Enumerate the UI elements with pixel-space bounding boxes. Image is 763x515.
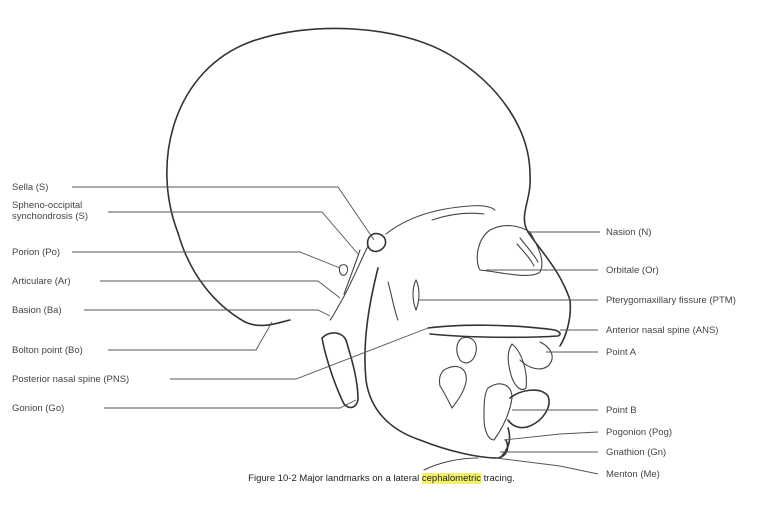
leader-pns <box>170 328 428 379</box>
label-posterior-nasal-spine: Posterior nasal spine (PNS) <box>12 374 129 385</box>
leader-pogonion <box>504 432 598 440</box>
label-point-b: Point B <box>606 405 637 416</box>
label-sella: Sella (S) <box>12 182 48 193</box>
label-bolton-point: Bolton point (Bo) <box>12 345 83 356</box>
mandible-body <box>365 268 508 458</box>
caption-prefix: Figure 10-2 Major landmarks on a lateral <box>248 473 422 484</box>
clivus <box>330 246 368 320</box>
lower-molar <box>439 367 466 408</box>
figure-caption: Figure 10-2 Major landmarks on a lateral… <box>0 473 763 484</box>
caption-suffix: tracing. <box>481 473 515 484</box>
label-gnathion: Gnathion (Gn) <box>606 447 666 458</box>
ptm-fissure <box>413 280 419 310</box>
occipital-curve <box>178 233 290 325</box>
label-pogonion: Pogonion (Pog) <box>606 427 672 438</box>
label-basion: Basion (Ba) <box>12 305 62 316</box>
label-point-a: Point A <box>606 347 637 358</box>
lower-incisor <box>484 384 512 440</box>
label-pterygomaxillary-fissure: Pterygomaxillary fissure (PTM) <box>606 295 736 306</box>
cranial-base <box>386 206 495 234</box>
chin <box>508 390 549 428</box>
leader-bolton <box>108 322 272 350</box>
upper-incisor <box>508 344 526 390</box>
cranial-base-2 <box>432 213 484 220</box>
leader-spheno <box>108 212 358 254</box>
palate <box>428 325 560 337</box>
nose-maxilla <box>477 226 542 276</box>
mandible-inner <box>388 282 398 320</box>
label-anterior-nasal-spine: Anterior nasal spine (ANS) <box>606 325 718 336</box>
caption-highlight: cephalometric <box>422 473 481 484</box>
maxilla-front <box>520 342 552 369</box>
label-synchondrosis: synchondrosis (S) <box>12 211 88 222</box>
neck-line <box>424 458 478 470</box>
leader-menton <box>496 458 598 474</box>
leader-gonion <box>104 400 356 408</box>
leader-articulare <box>100 281 340 298</box>
ramus <box>322 333 358 408</box>
nasal-line-2 <box>517 244 534 266</box>
label-gonion: Gonion (Go) <box>12 403 64 414</box>
chin-lower <box>500 428 510 458</box>
label-spheno-occipital: Spheno-occipital <box>12 200 82 211</box>
upper-molar <box>457 338 477 363</box>
label-nasion: Nasion (N) <box>606 227 651 238</box>
leader-sella <box>72 187 374 240</box>
porion-mark <box>339 265 347 276</box>
leader-basion <box>84 310 330 316</box>
sella-turcica <box>368 234 386 252</box>
clivus-2 <box>344 250 360 294</box>
label-orbitale: Orbitale (Or) <box>606 265 659 276</box>
leader-porion <box>72 252 340 268</box>
label-articulare: Articulare (Ar) <box>12 276 71 287</box>
label-porion: Porion (Po) <box>12 247 60 258</box>
